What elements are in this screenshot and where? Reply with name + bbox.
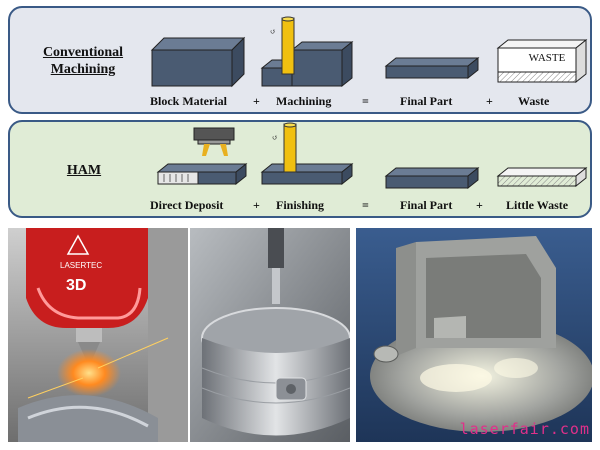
waste-box-shape [496, 38, 588, 84]
direct-deposit-shape [156, 127, 248, 186]
finished-part-illustration [356, 228, 592, 442]
final-part-shape [384, 56, 480, 80]
label-ham-equals: = [362, 198, 369, 212]
label-ham-final-part: Final Part [400, 198, 453, 212]
laser-deposition-photo: LASERTEC 3D [8, 228, 188, 442]
conventional-machining-panel: Conventional Machining ↺ WAST [8, 6, 592, 114]
label-plus-2: + [486, 94, 493, 108]
conventional-title: Conventional Machining [28, 44, 138, 78]
label-ham-plus-1: + [253, 198, 260, 212]
ham-final-part-shape [384, 166, 480, 190]
label-machining: Machining [276, 94, 332, 108]
conventional-title-line2: Machining [50, 62, 116, 77]
label-direct-deposit: Direct Deposit [150, 198, 224, 212]
label-block-material: Block Material [150, 94, 227, 108]
label-finishing: Finishing [276, 198, 325, 212]
label-waste: Waste [518, 94, 550, 108]
label-ham-plus-2: + [476, 198, 483, 212]
svg-text:↺: ↺ [270, 28, 276, 36]
little-waste-shape [496, 166, 588, 188]
label-final-part: Final Part [400, 94, 453, 108]
laser-model-text: 3D [66, 277, 86, 294]
svg-text:↺: ↺ [272, 134, 278, 142]
laser-brand-text: LASERTEC [60, 261, 102, 270]
finishing-shape: ↺ [260, 122, 354, 186]
finished-part-photo [356, 228, 592, 442]
milling-photo [190, 228, 350, 442]
machining-shape: ↺ [260, 16, 354, 88]
laser-machine-illustration: LASERTEC 3D [8, 228, 188, 442]
label-plus-1: + [253, 94, 260, 108]
ham-title: HAM [66, 163, 102, 178]
milling-illustration [190, 228, 350, 442]
label-equals: = [362, 94, 369, 108]
ham-panel: HAM ↺ [8, 120, 592, 218]
conventional-title-line1: Conventional [42, 45, 124, 60]
watermark-text: laserfair.com [459, 420, 590, 438]
waste-box-text: WASTE [528, 52, 566, 64]
block-material-shape [150, 36, 246, 88]
label-little-waste: Little Waste [506, 198, 569, 212]
